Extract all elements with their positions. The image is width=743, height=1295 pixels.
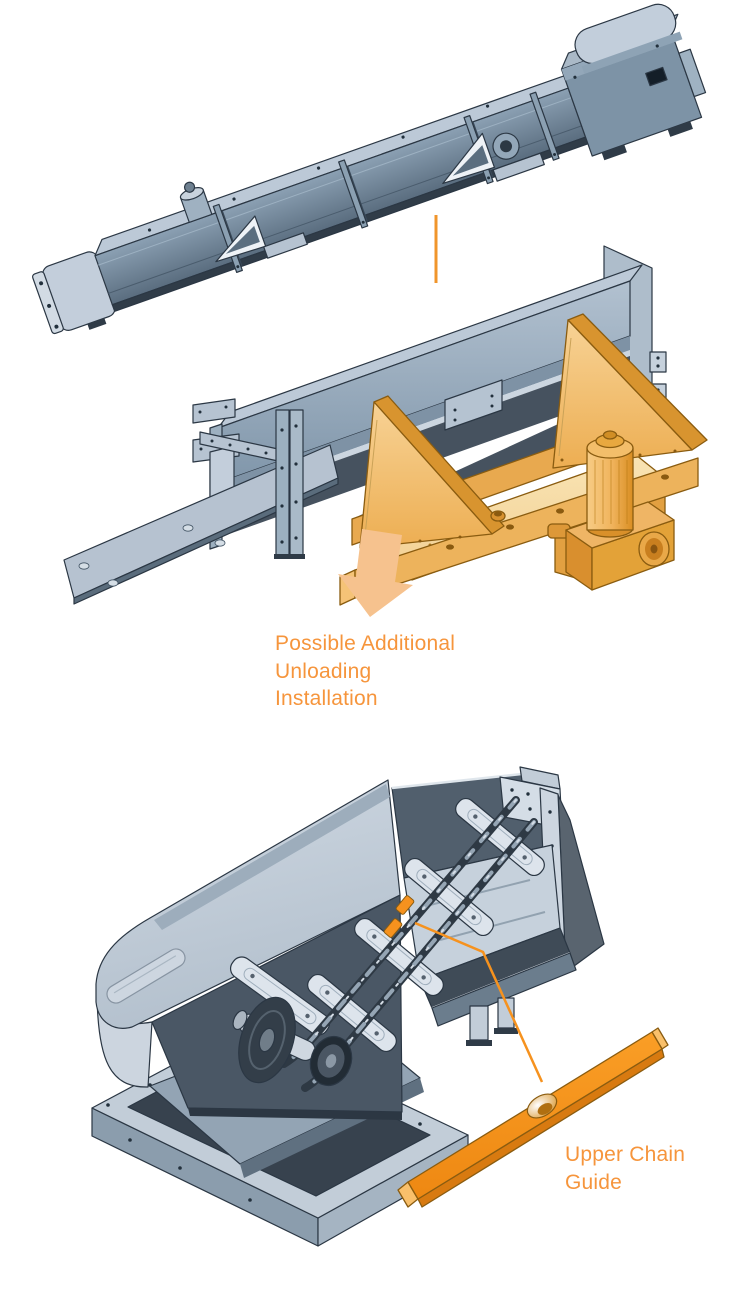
upper-chain-guide-bar xyxy=(397,1027,669,1208)
unloading-callout-line-2: Unloading xyxy=(275,659,372,683)
drive-section-figure xyxy=(91,766,669,1247)
unloading-installation-unit xyxy=(339,313,708,606)
chain-guide-callout-line-1: Upper Chain xyxy=(565,1143,686,1166)
conveyor-assembly-figure xyxy=(31,3,707,335)
inlet-funnel-middle xyxy=(442,132,545,185)
drive-shaft-assembly xyxy=(232,996,353,1087)
leader-line xyxy=(414,921,544,1083)
chain-guide-callout-line-2: Guide xyxy=(565,1170,623,1194)
unloading-callout-line-3: Installation xyxy=(275,687,378,710)
trough-housing-figure xyxy=(63,245,708,617)
conveyor-beam xyxy=(94,71,589,312)
hood-handle xyxy=(106,948,186,1004)
tension-motor xyxy=(179,181,213,223)
gear-motor xyxy=(547,430,675,591)
unloading-callout: Possible Additional Unloading Installati… xyxy=(275,630,455,713)
support-channels xyxy=(274,409,305,559)
scraper-paddles xyxy=(229,797,545,1053)
chain-guide-callout: Upper Chain Guide xyxy=(565,1141,685,1196)
installed-chain-guide-highlight xyxy=(383,895,415,938)
down-arrow xyxy=(338,529,413,617)
face-bracket xyxy=(444,379,503,431)
conveyor-drive-head xyxy=(560,3,707,161)
unloading-callout-line-1: Possible Additional xyxy=(275,632,456,655)
gusset-left xyxy=(359,395,505,549)
inlet-funnel-left xyxy=(215,215,308,263)
